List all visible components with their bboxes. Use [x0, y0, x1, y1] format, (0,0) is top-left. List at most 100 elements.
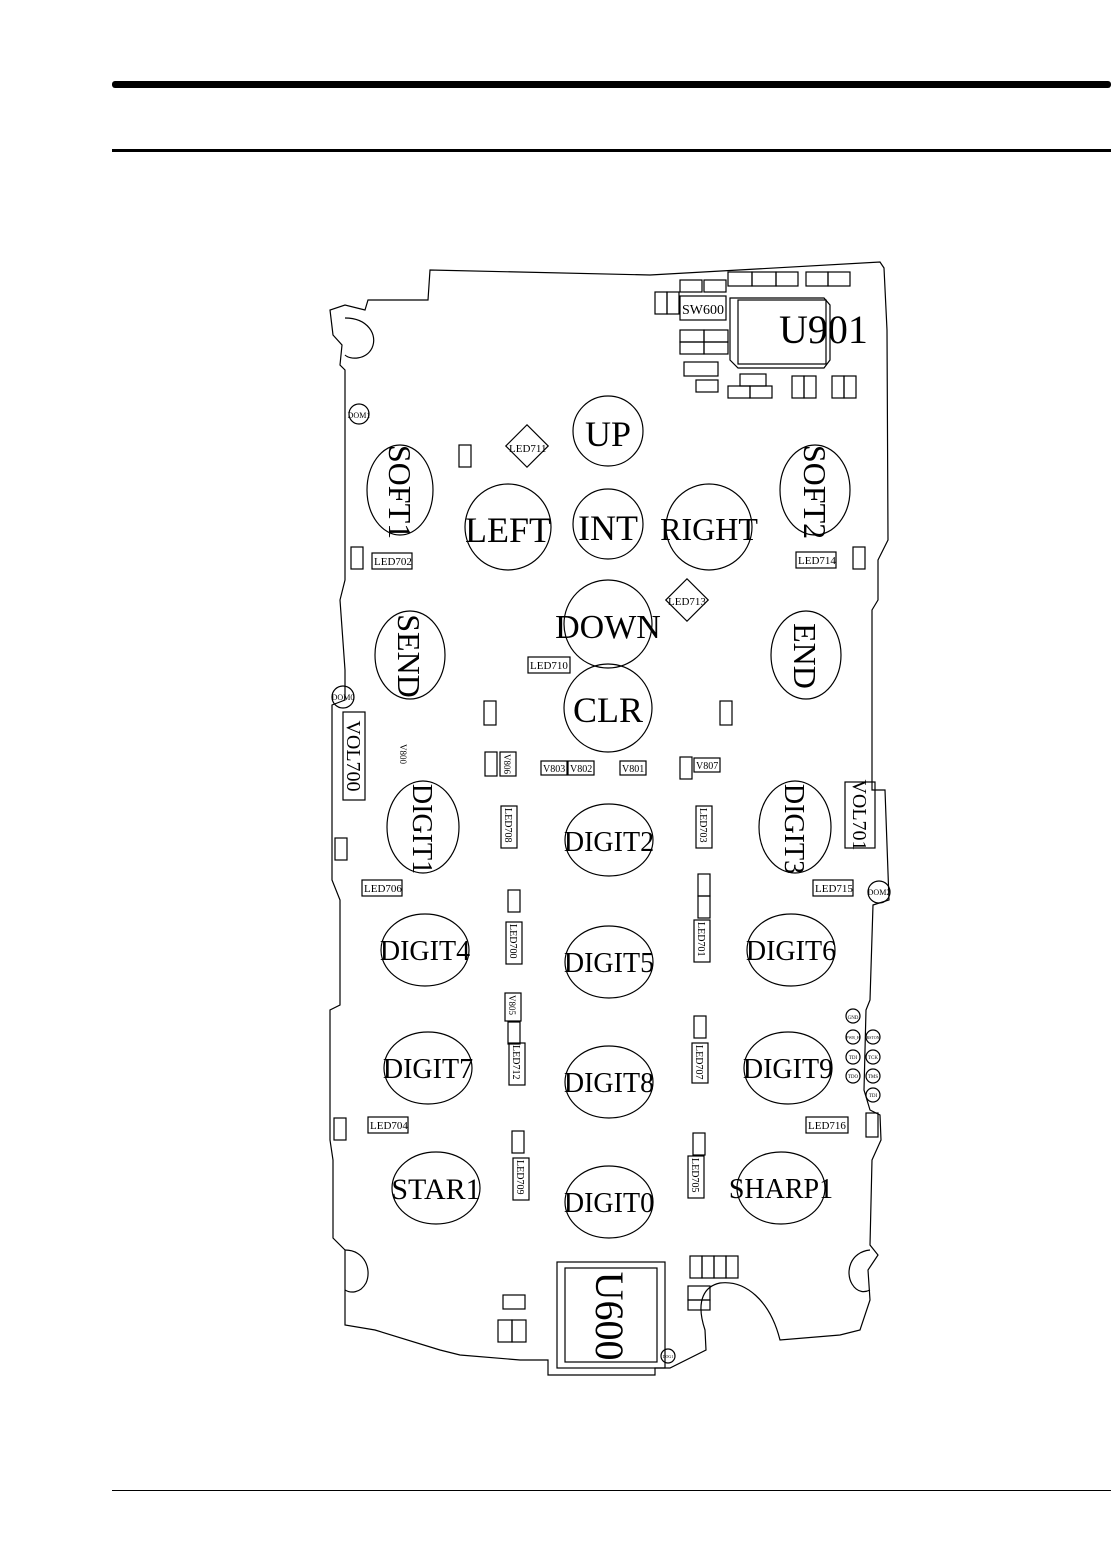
key-digit2-label: DIGIT2 [564, 827, 654, 858]
led711-label: LED711 [509, 443, 546, 455]
smd-part [497, 1319, 513, 1343]
dog1-mark [660, 1348, 676, 1364]
smd-part [843, 375, 857, 399]
key-digit8-label: DIGIT8 [564, 1068, 654, 1099]
key-down-label: DOWN [555, 609, 661, 646]
smd-part [333, 1117, 347, 1141]
key-digit8-pad [564, 1045, 654, 1119]
key-down-pad [563, 579, 653, 669]
testpoint-pwr [845, 1029, 861, 1045]
key-digit3-pad [758, 780, 832, 874]
smd-part [703, 329, 729, 343]
led715-box [812, 879, 854, 897]
smd-part [687, 1285, 711, 1301]
mount-notch-bottom-left [344, 1249, 369, 1293]
key-digit2-pad [564, 803, 654, 877]
smd-part [654, 291, 668, 315]
led716-box [805, 1116, 849, 1134]
testpoint-tdi-2 [865, 1087, 881, 1103]
key-digit1-label: DIGIT1 [406, 784, 437, 874]
led705-box [687, 1155, 705, 1199]
smd-part [683, 361, 719, 377]
key-end-label: END [787, 623, 823, 689]
led714-label: LED714 [798, 555, 836, 567]
smd-part [805, 271, 829, 287]
led709-box [512, 1157, 530, 1201]
top-thin-rule [112, 149, 1111, 152]
led703-label: LED703 [697, 808, 708, 842]
key-sharp1-label: SHARP1 [729, 1174, 833, 1205]
dom2-label: DOM2 [868, 888, 891, 897]
smd-part [751, 271, 777, 287]
u901-chip-die [737, 299, 827, 365]
testpoint-tdo [845, 1068, 861, 1084]
led702-box [371, 552, 413, 570]
v802-label: V802 [570, 764, 592, 775]
dom0-label: DOM0 [332, 693, 355, 702]
smd-part [749, 385, 773, 399]
v806-box [499, 751, 517, 777]
v801-box [619, 760, 647, 776]
smd-part [679, 279, 703, 293]
led700-box [505, 921, 523, 965]
testpoint-tms [865, 1068, 881, 1084]
v803-box [540, 760, 568, 776]
key-soft1-pad [366, 444, 434, 536]
testpoint-gnd [845, 1008, 861, 1024]
smd-part [689, 1255, 703, 1279]
v800-label: V800 [398, 744, 408, 764]
smd-part [502, 1294, 526, 1310]
smd-part [831, 375, 845, 399]
key-soft2-pad [779, 444, 851, 536]
key-digit3-label: DIGIT3 [778, 784, 809, 874]
testpoint-tdi-1 [845, 1049, 861, 1065]
led712-label: LED712 [510, 1045, 521, 1079]
v807-label: V807 [696, 761, 718, 772]
led706-label: LED706 [364, 883, 402, 895]
led716-label: LED716 [808, 1120, 846, 1132]
sw600-label: SW600 [682, 303, 724, 318]
smd-part [350, 546, 364, 570]
dom1-footprint [348, 403, 370, 425]
key-up-label: UP [585, 414, 631, 454]
led713-label: LED713 [668, 596, 706, 608]
key-digit6-pad [746, 913, 836, 987]
key-send-pad [374, 610, 446, 700]
bottom-rule [112, 1490, 1111, 1491]
mount-notch-top-left [344, 317, 375, 359]
dom1-label: DOM1 [348, 411, 371, 420]
led712-box [508, 1042, 526, 1086]
led713-footprint [664, 577, 710, 623]
key-digit5-label: DIGIT5 [564, 948, 654, 979]
key-digit5-pad [564, 925, 654, 999]
smd-part [719, 700, 733, 726]
smd-part [483, 700, 497, 726]
led708-label: LED708 [502, 808, 513, 842]
testpoint-rston [865, 1029, 881, 1045]
v803-label: V803 [543, 764, 565, 775]
smd-part [775, 271, 799, 287]
smd-part [865, 1112, 879, 1138]
u600-chip-outline [556, 1261, 666, 1369]
key-digit1-pad [386, 780, 460, 874]
key-digit6-label: DIGIT6 [746, 936, 836, 967]
smd-part [687, 1299, 711, 1311]
v802-box [567, 760, 595, 776]
key-digit4-pad [380, 913, 470, 987]
v806-label: V806 [502, 754, 512, 774]
led710-label: LED710 [530, 660, 568, 672]
smd-part [695, 379, 719, 393]
dom0-footprint [331, 685, 355, 709]
key-digit0-pad [564, 1165, 654, 1239]
key-star1-pad [391, 1151, 481, 1225]
v807-box [693, 757, 721, 773]
smd-part [334, 837, 348, 861]
testpoint-tdi-2-label: TDI [869, 1094, 878, 1099]
smd-part [693, 1015, 707, 1039]
smd-part [458, 444, 472, 468]
vol700-label: VOL700 [342, 720, 364, 791]
u600-label: U600 [587, 1272, 632, 1361]
key-digit7-label: DIGIT7 [383, 1054, 473, 1085]
smd-part [511, 1319, 527, 1343]
